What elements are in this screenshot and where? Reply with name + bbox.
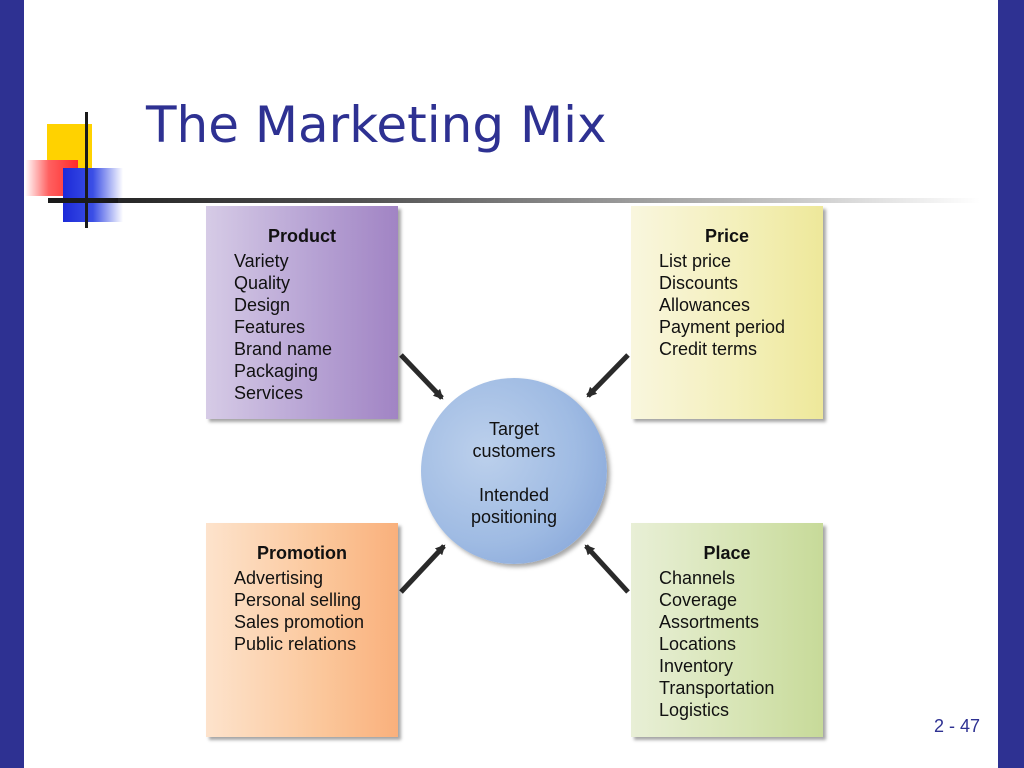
list-item: Sales promotion [234,612,365,632]
promotion-list: Advertising Personal selling Sales promo… [234,567,364,655]
list-item: Design [234,295,291,315]
center-line-target: Target [488,419,540,439]
center-line-intended: Intended [478,485,550,505]
list-item: Quality [234,273,291,293]
slide-title: The Marketing Mix [146,96,607,154]
list-item: Public relations [234,634,357,654]
decor-vertical-line [85,112,88,228]
list-item: Assortments [659,612,760,632]
slide: The Marketing Mix Product Variety Qualit… [24,0,998,768]
list-item: Coverage [659,590,738,610]
list-item: Inventory [659,656,734,676]
arrow-place [584,544,630,594]
product-list: Variety Quality Design Features Brand na… [234,250,332,404]
decor-blue-square [63,168,123,222]
center-line-customers: customers [472,441,556,461]
list-item: Allowances [659,295,751,315]
promotion-heading: Promotion [257,543,347,563]
list-item: Transportation [659,678,775,698]
arrow-product [399,353,444,400]
arrow-promotion [399,544,446,594]
center-line-positioning: positioning [470,507,558,527]
promotion-box: Promotion Advertising Personal selling S… [206,523,398,737]
list-item: Services [234,383,304,403]
product-box: Product Variety Quality Design Features … [206,206,398,419]
list-item: Packaging [234,361,319,381]
list-item: Credit terms [659,339,758,359]
target-customers-circle: Target customers Intended positioning [421,378,607,564]
place-box: Place Channels Coverage Assortments Loca… [631,523,823,737]
price-box: Price List price Discounts Allowances Pa… [631,206,823,419]
list-item: Brand name [234,339,333,359]
title-underline [50,198,980,203]
decor-horizontal-line [48,198,118,203]
place-heading: Place [703,543,751,563]
page-number: 2 - 47 [934,716,981,736]
list-item: Personal selling [234,590,362,610]
price-heading: Price [704,226,750,246]
list-item: Variety [234,251,289,271]
list-item: Logistics [659,700,730,720]
list-item: Payment period [659,317,786,337]
arrow-price [586,353,630,398]
list-item: Locations [659,634,737,654]
list-item: Features [234,317,306,337]
price-list: List price Discounts Allowances Payment … [659,250,785,360]
list-item: List price [659,251,732,271]
list-item: Channels [659,568,736,588]
list-item: Advertising [234,568,324,588]
arrows-layer [399,353,630,594]
product-heading: Product [267,226,336,246]
list-item: Discounts [659,273,739,293]
place-list: Channels Coverage Assortments Locations … [659,567,774,721]
